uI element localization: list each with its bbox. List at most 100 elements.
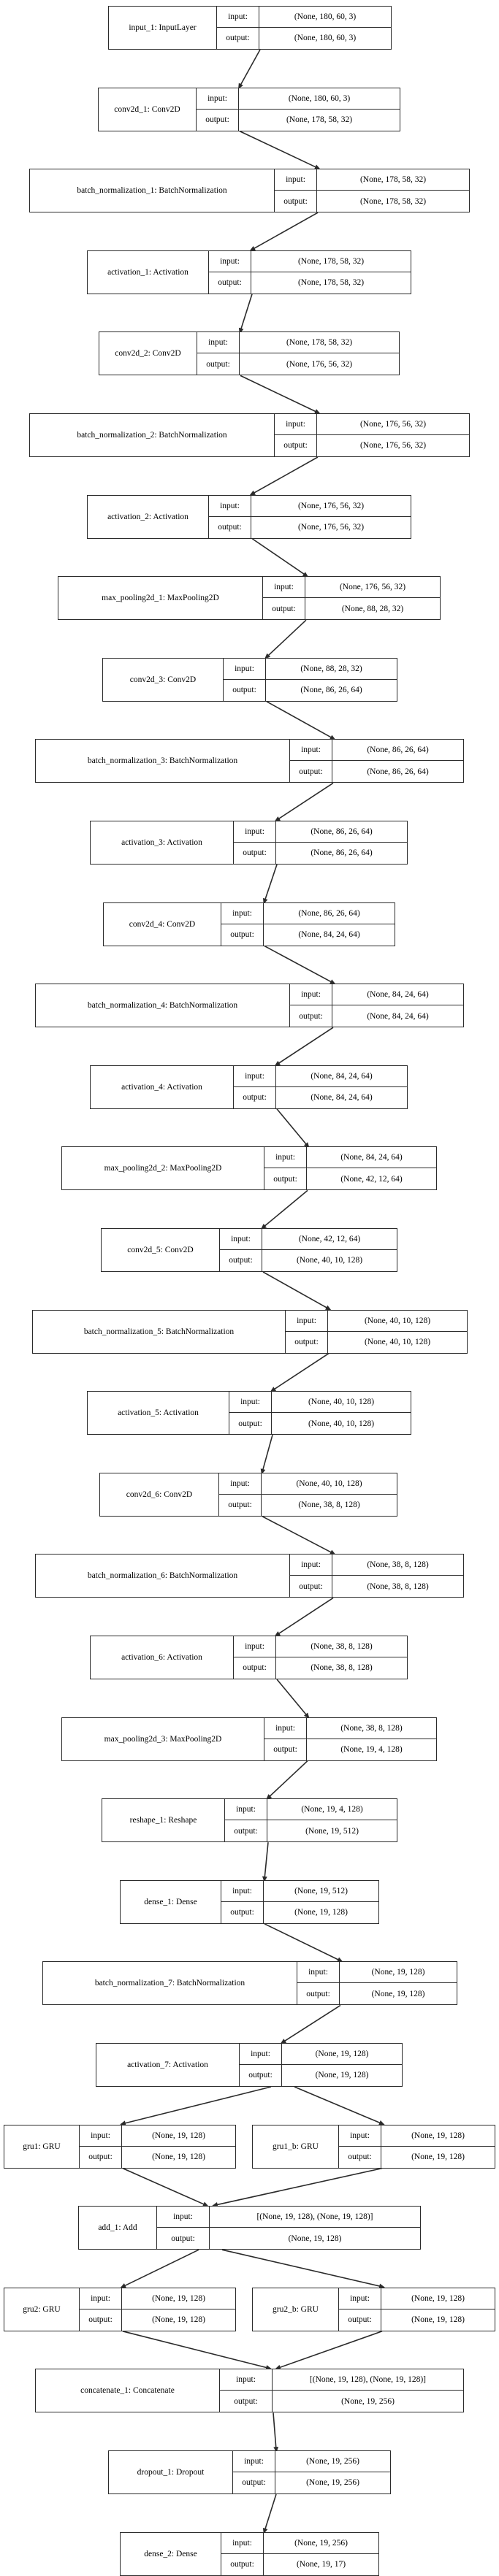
io-block: input:(None, 84, 24, 64)output:(None, 84… — [234, 1065, 407, 1108]
output-shape: (None, 84, 24, 64) — [298, 930, 360, 940]
input-shape: (None, 40, 10, 128) — [364, 1316, 431, 1325]
input-key: input: — [220, 2369, 273, 2391]
layer-name: gru1: GRU — [4, 2125, 80, 2168]
edge-batch_normalization_3-to-activation_3 — [274, 782, 334, 822]
input-row: input:(None, 176, 56, 32) — [209, 495, 411, 517]
edge-activation_2-to-max_pooling2d_1 — [251, 537, 309, 578]
output-key: output: — [275, 435, 317, 456]
output-key: output: — [221, 1901, 264, 1923]
output-shape: (None, 86, 26, 64) — [300, 686, 362, 695]
input-key: input: — [234, 1636, 276, 1657]
input-row: input:(None, 178, 58, 32) — [209, 250, 411, 272]
output-shape: (None, 86, 26, 64) — [311, 848, 373, 858]
input-row: input:(None, 19, 128) — [339, 2125, 495, 2147]
layer-name: batch_normalization_7: BatchNormalizatio… — [43, 1962, 297, 2005]
input-row: input: (None, 178, 58, 32) — [275, 169, 469, 191]
input-shape: (None, 19, 128) — [152, 2293, 205, 2303]
input-key: input: — [290, 1555, 332, 1576]
output-row: output:(None, 86, 26, 64) — [224, 679, 397, 701]
output-shape: (None, 178, 58, 32) — [286, 115, 353, 125]
layer-name: max_pooling2d_1: MaxPooling2D — [58, 577, 263, 620]
io-block: input:(None, 178, 58, 32)output:(None, 1… — [197, 332, 399, 375]
input-shape: (None, 19, 128) — [411, 2293, 465, 2303]
layer-name: conv2d_6: Conv2D — [100, 1473, 219, 1516]
output-key: output: — [234, 1086, 276, 1108]
output-key: output: — [80, 2309, 122, 2331]
input-row: input: (None, 38, 8, 128) — [290, 1555, 463, 1576]
io-block: input:(None, 84, 24, 64)output:(None, 42… — [264, 1147, 436, 1190]
input-shape: [(None, 19, 128), (None, 19, 128)] — [256, 2212, 373, 2222]
edge-max_pooling2d_2-to-conv2d_5 — [260, 1189, 308, 1230]
output-row: output:(None, 176, 56, 32) — [197, 353, 399, 375]
input-key: input: — [290, 740, 332, 761]
input-key: input: — [219, 1473, 262, 1494]
layer-name: dropout_1: Dropout — [109, 2451, 233, 2493]
input-key: input: — [339, 2125, 381, 2146]
input-key: input: — [275, 169, 317, 191]
edge-batch_normalization_7-to-activation_7 — [280, 2004, 341, 2044]
input-row: input:(None, 180, 60, 3) — [197, 88, 400, 110]
layer-name: conv2d_2: Conv2D — [99, 332, 197, 375]
edge-gru2-to-concatenate_1 — [122, 2331, 272, 2370]
output-row: output:(None, 178, 58, 32) — [275, 191, 469, 212]
output-shape: (None, 19, 128) — [152, 2315, 205, 2325]
output-key: output: — [209, 516, 251, 538]
input-shape: (None, 176, 56, 32) — [339, 583, 406, 592]
io-block: input:(None, 40, 10, 128)output:(None, 4… — [286, 1310, 467, 1353]
edge-activation_7-to-gru1 — [120, 2086, 272, 2125]
output-shape: (None, 42, 12, 64) — [340, 1174, 403, 1184]
input-shape: (None, 19, 256) — [294, 2538, 348, 2548]
output-shape: (None, 19, 128) — [411, 2315, 465, 2325]
input-key: input: — [157, 2207, 210, 2228]
output-shape: (None, 38, 8, 128) — [298, 1500, 360, 1510]
output-row: output:(None, 40, 10, 128) — [220, 1250, 397, 1271]
output-row: output:(None, 38, 8, 128) — [234, 1657, 407, 1679]
output-key: output: — [157, 2228, 210, 2250]
input-key: input: — [275, 414, 317, 434]
input-shape: (None, 86, 26, 64) — [298, 908, 360, 918]
layer-name: dense_2: Dense — [121, 2532, 221, 2575]
io-block: input:(None, 19, 256)output:(None, 19, 1… — [221, 2532, 378, 2575]
output-key: output: — [234, 843, 276, 864]
input-row: input:(None, 88, 28, 32) — [224, 658, 397, 680]
input-shape: (None, 38, 8, 128) — [367, 1560, 429, 1570]
input-key: input: — [217, 7, 259, 27]
input-row: input:(None, 176, 56, 32) — [275, 414, 469, 435]
output-row: output:(None, 180, 60, 3) — [217, 28, 391, 49]
input-shape: (None, 178, 58, 32) — [359, 175, 427, 185]
input-row: input:(None, 180, 60, 3) — [217, 7, 391, 28]
edge-dropout_1-to-dense_2 — [262, 2493, 277, 2534]
input-shape: (None, 38, 8, 128) — [311, 1641, 373, 1651]
output-shape: (None, 178, 58, 32) — [359, 196, 427, 206]
layer-node-batch_normalization_7: batch_normalization_7: BatchNormalizatio… — [42, 1961, 457, 2006]
edge-gru1-to-add_1 — [122, 2167, 209, 2207]
io-block: input:(None, 38, 8, 128)output:(None, 38… — [290, 1555, 463, 1598]
layer-node-batch_normalization_5: batch_normalization_5: BatchNormalizatio… — [32, 1309, 468, 1354]
input-key: input: — [221, 1880, 264, 1901]
input-shape: (None, 84, 24, 64) — [340, 1153, 403, 1162]
edge-batch_normalization_1-to-activation_1 — [249, 212, 319, 251]
edge-activation_5-to-conv2d_6 — [260, 1434, 273, 1475]
output-key: output: — [229, 1413, 272, 1435]
io-block: input:(None, 176, 56, 32)output:(None, 8… — [263, 577, 440, 620]
output-shape: (None, 19, 128) — [294, 1908, 348, 1917]
output-row: output:(None, 19, 128) — [240, 2065, 402, 2086]
input-key: input: — [220, 1229, 262, 1249]
layer-node-batch_normalization_6: batch_normalization_6: BatchNormalizatio… — [35, 1554, 464, 1598]
input-row: input:(None, 19, 4, 128) — [225, 1799, 397, 1821]
io-block: input:(None, 19, 128)output:(None, 19, 1… — [80, 2288, 235, 2331]
input-row: input:(None, 38, 8, 128) — [264, 1717, 436, 1739]
output-row: output:(None, 178, 58, 32) — [197, 109, 400, 131]
output-shape: (None, 38, 8, 128) — [311, 1663, 373, 1673]
edge-input_1-to-conv2d_1 — [238, 49, 261, 90]
input-key: input: — [197, 332, 240, 353]
output-shape: (None, 88, 28, 32) — [341, 604, 404, 613]
output-shape: (None, 178, 58, 32) — [297, 278, 365, 288]
